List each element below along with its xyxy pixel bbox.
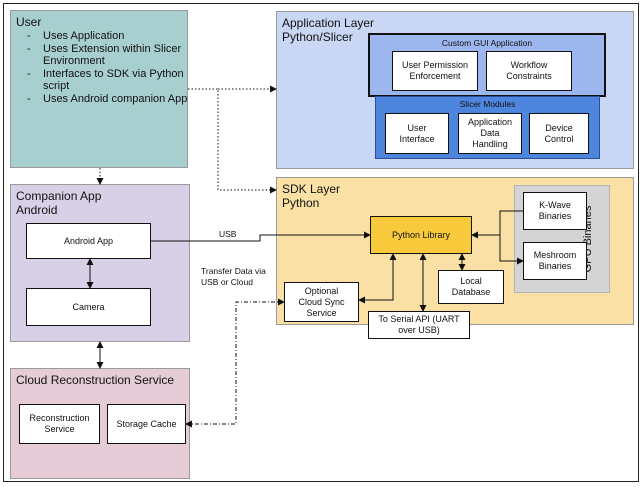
cloud-reconstruction-title: Cloud Reconstruction Service <box>16 373 175 387</box>
transfer-data-label: Transfer Data via USB or Cloud <box>201 266 266 287</box>
sdk-layer-title: SDK Layer Python <box>282 182 341 210</box>
library-cloudsync-connector <box>358 253 397 304</box>
library-gpu-connector <box>472 210 523 261</box>
slicer-modules-title: Slicer Modules <box>459 99 516 109</box>
cloudsync-storage-connector <box>185 298 285 428</box>
user-item: Uses Application <box>27 30 206 43</box>
user-item: Uses Extension within Slicer Environment <box>27 43 206 68</box>
diagram-frame <box>3 3 639 482</box>
workflow-constraints-box: Workflow Constraints <box>486 51 572 91</box>
meshroom-binaries-box: Meshroom Binaries <box>523 242 587 280</box>
user-item: Uses Android companion App <box>27 93 206 106</box>
user-to-app-layer-connector <box>188 88 277 194</box>
application-layer-title: Application Layer Python/Slicer <box>282 16 375 44</box>
local-database-box: Local Database <box>438 270 504 304</box>
kwave-binaries-box: K-Wave Binaries <box>523 192 587 230</box>
serial-api-box: To Serial API (UART over USB) <box>368 311 470 339</box>
custom-gui-title: Custom GUI Application <box>441 38 533 48</box>
application-data-handling-box: Application Data Handling <box>458 113 522 154</box>
user-title: User <box>16 15 42 29</box>
reconstruction-service-box: Reconstruction Service <box>19 404 100 444</box>
cloud-sync-service-box: Optional Cloud Sync Service <box>284 282 359 322</box>
camera-box: Camera <box>26 288 151 326</box>
storage-cache-box: Storage Cache <box>107 404 186 444</box>
user-item: Interfaces to SDK via Python script <box>27 68 206 93</box>
usb-connector <box>151 231 371 242</box>
user-capabilities-list: Uses Application Uses Extension within S… <box>25 30 206 105</box>
usb-label: USB <box>219 229 237 239</box>
user-interface-box: User Interface <box>385 113 449 154</box>
companion-app-title: Companion App Android <box>16 189 102 217</box>
device-control-box: Device Control <box>529 113 589 154</box>
user-region: User Uses Application Uses Extension wit… <box>10 10 188 168</box>
user-permission-box: User Permission Enforcement <box>392 51 478 91</box>
